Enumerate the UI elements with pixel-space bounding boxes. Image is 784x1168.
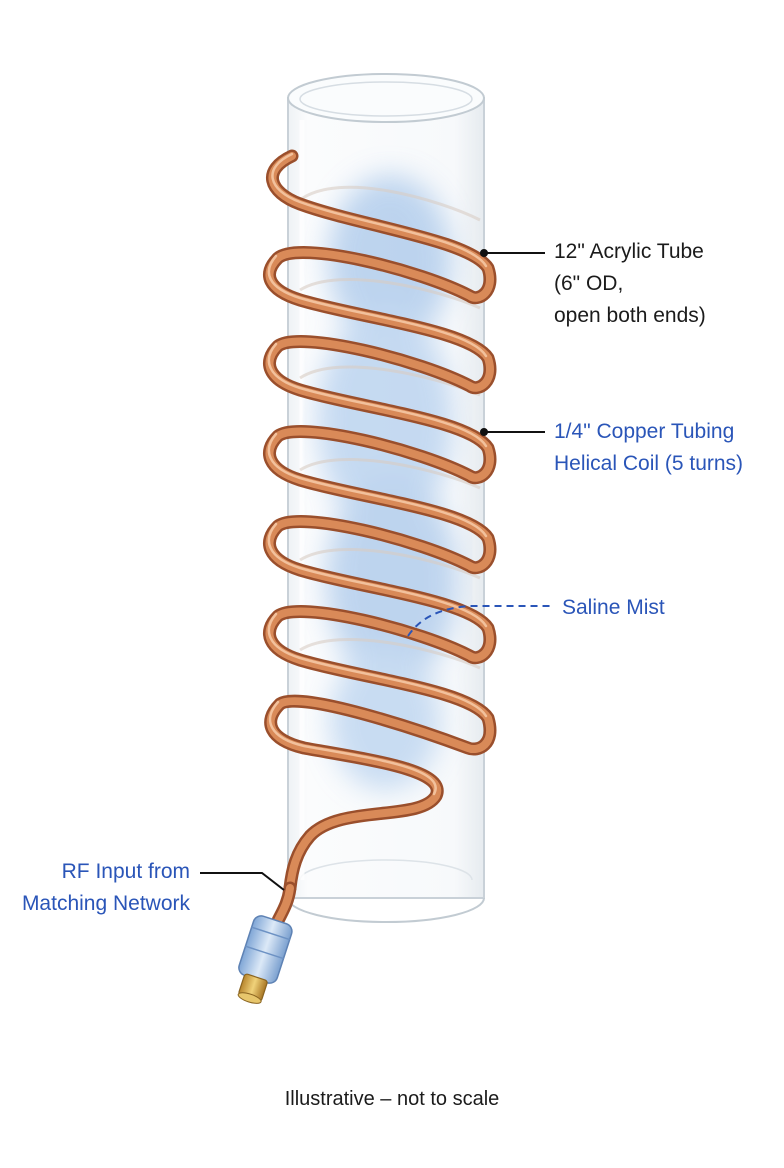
caption: Illustrative – not to scale xyxy=(284,1088,500,1110)
coaxial-rf-connector-icon xyxy=(237,915,293,1004)
copper-coil-label: 1/4" Copper Tubing Helical Coil (5 turns… xyxy=(554,420,744,475)
rf-input-label: RF Input from Matching Network xyxy=(21,860,190,915)
leader-lines xyxy=(200,249,552,891)
saline-mist-label: Saline Mist xyxy=(562,596,665,619)
acrylic-tube-label: 12" Acrylic Tube (6" OD, open both ends) xyxy=(554,240,706,327)
